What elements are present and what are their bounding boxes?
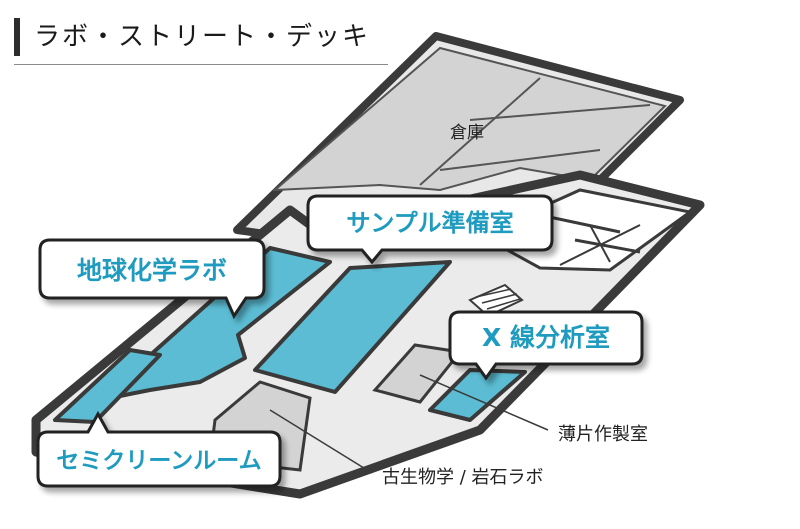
geochem-label: 地球化学ラボ xyxy=(77,256,227,285)
title-bar: ラボ・ストリート・デッキ xyxy=(14,16,388,65)
clean-room-label: セミクリーンルーム xyxy=(56,448,261,474)
page-title: ラボ・ストリート・デッキ xyxy=(34,22,371,52)
callout-xray xyxy=(448,310,644,381)
geochem-lab-area xyxy=(98,246,332,402)
title-accent-bar xyxy=(14,18,20,56)
xray-room-area xyxy=(428,368,527,422)
callout-geochem xyxy=(38,238,266,320)
callout-sample-prep xyxy=(306,194,554,265)
xray-label: X 線分析室 xyxy=(482,323,610,352)
sample-prep-label: サンプル準備室 xyxy=(346,209,513,237)
clean-room-area xyxy=(53,348,162,424)
sample-prep-area xyxy=(253,260,452,394)
paleo-rock-label: 古生物学 / 岩石ラボ xyxy=(382,467,544,488)
leader-paleo-rock xyxy=(269,409,373,474)
callout-clean-room xyxy=(36,410,282,488)
storage-label: 倉庫 xyxy=(450,123,484,143)
leader-thin-section xyxy=(419,374,549,431)
thin-section-label: 薄片作製室 xyxy=(558,424,648,445)
